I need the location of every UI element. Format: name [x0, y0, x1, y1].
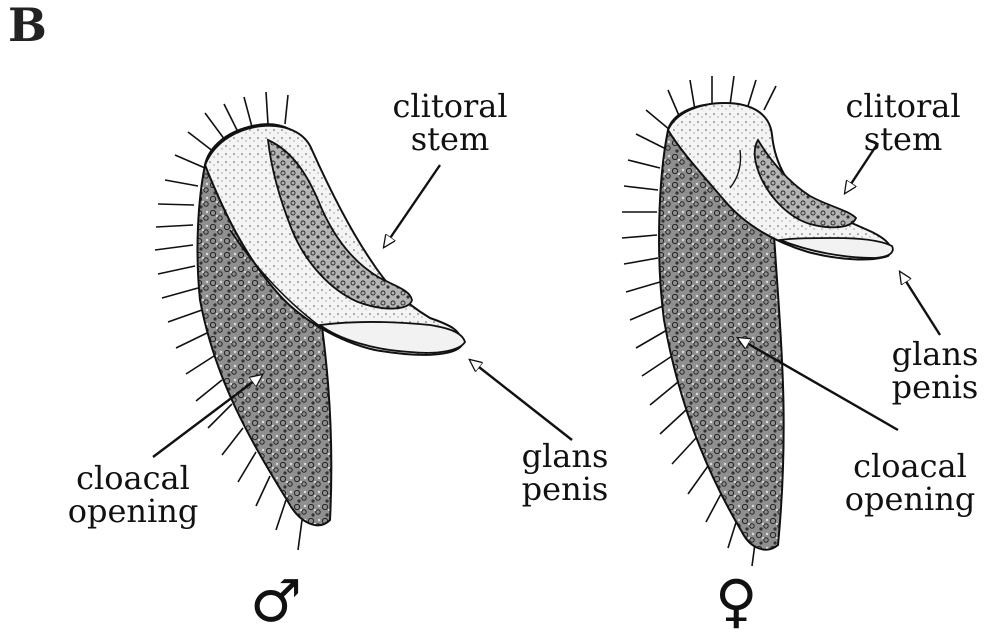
- male-clitoral-stem-label: clitoral stem: [390, 90, 510, 156]
- female-cloacal-opening-label: cloacal opening: [835, 450, 985, 516]
- female-symbol-icon: ♀: [715, 572, 757, 630]
- male-cloacal-opening-label: cloacal opening: [58, 462, 208, 528]
- male-symbol-icon: ♂: [250, 572, 302, 630]
- arrow-male-glans-penis: [470, 360, 572, 440]
- male-glans-penis-label: glans penis: [505, 440, 625, 506]
- arrow-male-clitoral-stem: [384, 165, 440, 247]
- arrow-female-glans-penis: [900, 272, 940, 335]
- female-glans-penis-label: glans penis: [880, 338, 990, 404]
- female-clitoral-stem-label: clitoral stem: [843, 90, 963, 156]
